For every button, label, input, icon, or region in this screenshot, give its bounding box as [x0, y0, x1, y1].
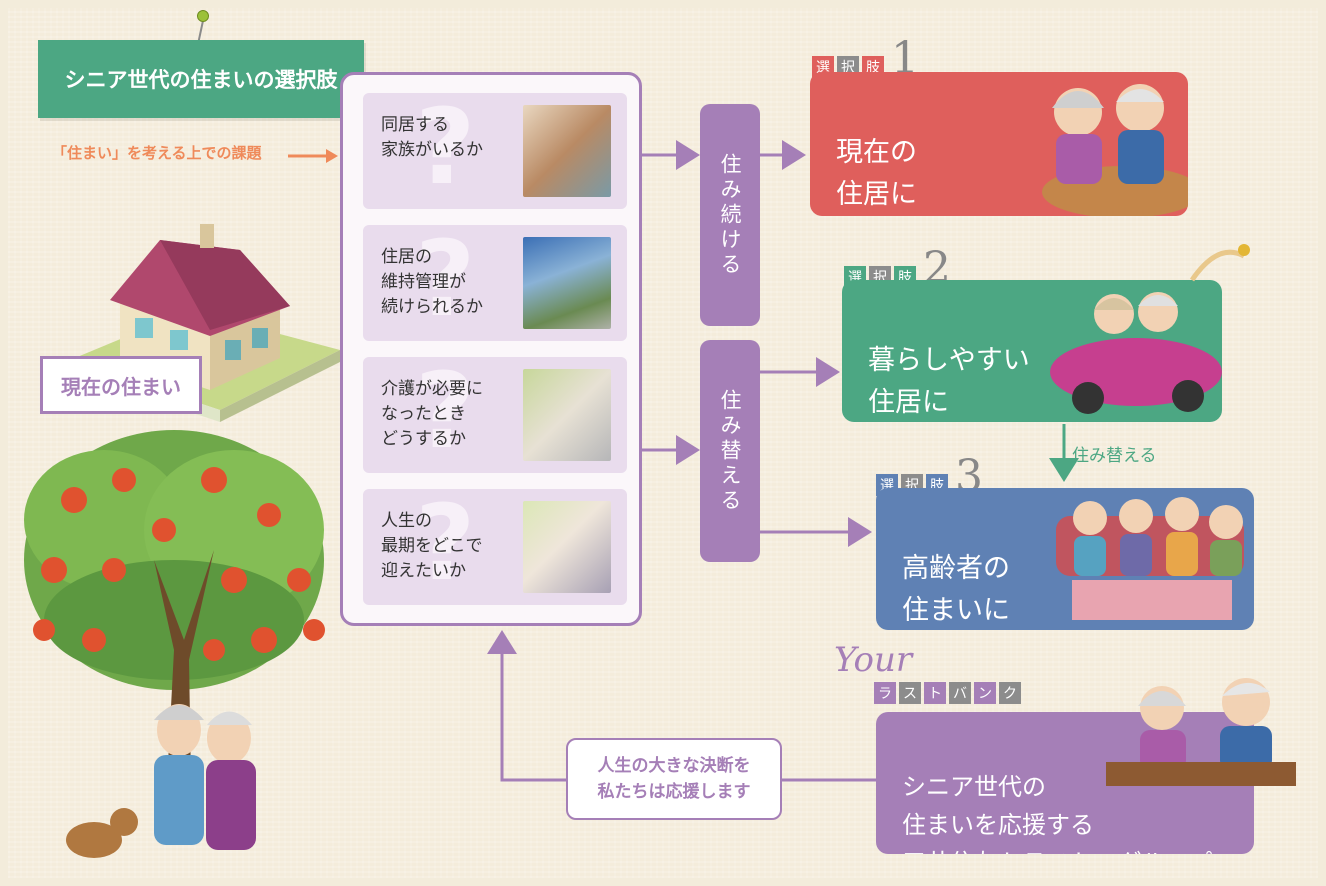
rainbow-icon	[1189, 244, 1250, 282]
question-text: 同居する 家族がいるか	[381, 115, 483, 160]
choice-text: 高齢者の 住まいに 住み替える	[902, 553, 1010, 626]
branch-move: 住み替える	[700, 340, 760, 562]
branch-stay: 住み続ける	[700, 104, 760, 326]
question-mark-icon: ?	[415, 489, 476, 604]
issue-label: 「住まい」を考える上での課題	[52, 144, 262, 162]
question-mark-icon: ?	[415, 225, 476, 340]
couple-photo	[523, 501, 611, 593]
choice-text: 暮らしやすい 住居に 住み替える	[868, 345, 1030, 418]
last-bank-text: シニア世代の 住まいを応援する 三井住友トラスト・グループ	[902, 773, 1212, 854]
couple-tea-illustration	[1042, 84, 1188, 216]
question-card: ? 人生の 最期をどこで 迎えたいか	[363, 489, 627, 605]
family-photo	[523, 105, 611, 197]
choice-card-2: 暮らしやすい 住居に 住み替える	[842, 280, 1222, 422]
support-message: 人生の大きな決断を 私たちは応援します	[566, 738, 782, 820]
question-text: 人生の 最期をどこで 迎えたいか	[381, 511, 483, 581]
seniors-sofa-illustration	[1056, 497, 1244, 620]
tag-char: ス	[899, 682, 921, 704]
last-bank-card: シニア世代の 住まいを応援する 三井住友トラスト・グループ	[876, 712, 1254, 854]
question-card: ? 同居する 家族がいるか	[363, 93, 627, 209]
tag-char: ク	[999, 682, 1021, 704]
issue-arrow-icon	[288, 149, 338, 163]
tag-char: ン	[974, 682, 996, 704]
pin-icon	[197, 10, 209, 22]
car-illustration	[1050, 292, 1222, 414]
seniors-table-illustration	[1106, 678, 1296, 786]
tree-illustration	[24, 430, 325, 858]
move-label: 住み替える	[1072, 446, 1157, 466]
tag-char: ト	[924, 682, 946, 704]
choice-card-1: 現在の 住居に 住み続ける	[810, 72, 1188, 216]
tag-char: バ	[949, 682, 971, 704]
question-mark-icon: ?	[415, 357, 476, 472]
question-text: 介護が必要に なったとき どうするか	[381, 379, 483, 449]
care-photo	[523, 369, 611, 461]
questions-panel: ? 同居する 家族がいるか ? 住居の 維持管理が 続けられるか ? 介護が必要…	[340, 72, 642, 626]
question-card: ? 住居の 維持管理が 続けられるか	[363, 225, 627, 341]
current-home-label: 現在の住まい	[40, 356, 202, 414]
your-script: Your	[834, 640, 913, 680]
house-photo	[523, 237, 611, 329]
question-text: 住居の 維持管理が 続けられるか	[381, 247, 483, 317]
question-mark-icon: ?	[415, 93, 476, 208]
last-bank-tag: ラ ス ト バ ン ク	[874, 682, 1021, 704]
tag-char: ラ	[874, 682, 896, 704]
choice-text: 現在の 住居に 住み続ける	[836, 137, 917, 210]
page-title: シニア世代の住まいの選択肢	[38, 40, 364, 118]
question-card: ? 介護が必要に なったとき どうするか	[363, 357, 627, 473]
choice-card-3: 高齢者の 住まいに 住み替える	[876, 488, 1254, 630]
